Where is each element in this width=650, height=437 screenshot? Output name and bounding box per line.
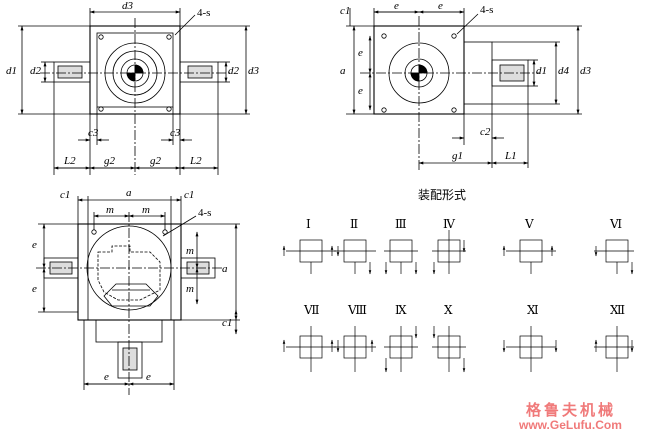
assembly-forms xyxy=(282,230,634,373)
side-d3: d3 xyxy=(580,65,591,77)
side-c2: c2 xyxy=(480,126,491,138)
form-label-11: Ⅺ xyxy=(527,303,539,317)
side-g1: g1 xyxy=(452,150,463,162)
form-label-9: Ⅸ xyxy=(395,303,407,317)
front-d3-top: d3 xyxy=(122,0,133,12)
form-label-8: Ⅷ xyxy=(348,303,367,317)
side-d1: d1 xyxy=(536,65,547,77)
form-label-4: Ⅳ xyxy=(443,217,455,231)
form-I-icon xyxy=(282,239,340,274)
watermark-cn: 格鲁夫机械 xyxy=(526,401,617,419)
top-e-left-1: e xyxy=(32,239,37,251)
form-label-5: Ⅴ xyxy=(525,217,534,231)
form-IX-icon xyxy=(384,326,418,373)
front-d2-left: d2 xyxy=(30,65,41,77)
form-VIII-icon xyxy=(330,326,376,372)
form-label-10: Ⅹ xyxy=(444,303,453,317)
form-IV-icon xyxy=(432,230,466,275)
front-g2-right: g2 xyxy=(150,155,161,167)
top-m-right-2: m xyxy=(186,283,194,295)
side-L1: L1 xyxy=(505,150,517,162)
side-e-left-2: e xyxy=(358,85,363,97)
top-e-left-2: e xyxy=(32,283,37,295)
side-note: 4-s xyxy=(480,4,494,16)
front-view xyxy=(18,8,250,175)
top-e-bottom-1: e xyxy=(104,371,109,383)
form-label-2: Ⅱ xyxy=(350,217,359,231)
top-c1-left: c1 xyxy=(60,189,71,201)
top-note: 4-s xyxy=(198,207,212,219)
side-e-left-1: e xyxy=(358,47,363,59)
top-m-right-1: m xyxy=(186,245,194,257)
front-c3-left: c3 xyxy=(88,127,99,139)
front-d1-left: d1 xyxy=(6,65,17,77)
side-e-top-right: e xyxy=(438,0,443,12)
top-c1-right: c1 xyxy=(184,189,195,201)
front-note: 4-s xyxy=(197,7,211,19)
front-L2-right: L2 xyxy=(190,155,202,167)
form-III-icon xyxy=(384,239,418,275)
assembly-forms-title: 装配形式 xyxy=(418,188,467,202)
top-a: a xyxy=(126,187,132,199)
front-c3-right: c3 xyxy=(170,127,181,139)
front-d3-right: d3 xyxy=(248,65,259,77)
form-VI-icon xyxy=(594,239,634,275)
form-label-1: Ⅰ xyxy=(306,217,311,231)
form-II-icon xyxy=(330,239,376,275)
top-m-1: m xyxy=(106,204,114,216)
front-g2-left: g2 xyxy=(104,155,115,167)
form-VII-icon xyxy=(282,326,340,372)
top-a-right: a xyxy=(222,263,228,275)
top-view xyxy=(36,196,240,395)
front-d2-right: d2 xyxy=(228,65,239,77)
form-V-icon xyxy=(502,239,556,274)
side-d4: d4 xyxy=(558,65,569,77)
side-a: a xyxy=(340,65,346,77)
form-X-icon xyxy=(432,326,466,373)
watermark-url: www.GeLufu.Com xyxy=(519,418,622,432)
side-e-top-left: e xyxy=(394,0,399,12)
top-m-2: m xyxy=(142,204,150,216)
form-XII-icon xyxy=(594,326,634,372)
form-label-3: Ⅲ xyxy=(395,217,407,231)
side-c1: c1 xyxy=(340,5,351,17)
top-c1-bottom: c1 xyxy=(222,317,233,329)
form-XI-icon xyxy=(502,326,558,372)
front-L2-left: L2 xyxy=(64,155,76,167)
form-label-6: Ⅵ xyxy=(610,217,623,231)
form-label-7: Ⅶ xyxy=(304,303,320,317)
form-label-12: Ⅻ xyxy=(610,303,626,317)
side-view xyxy=(346,8,582,170)
top-e-bottom-2: e xyxy=(146,371,151,383)
